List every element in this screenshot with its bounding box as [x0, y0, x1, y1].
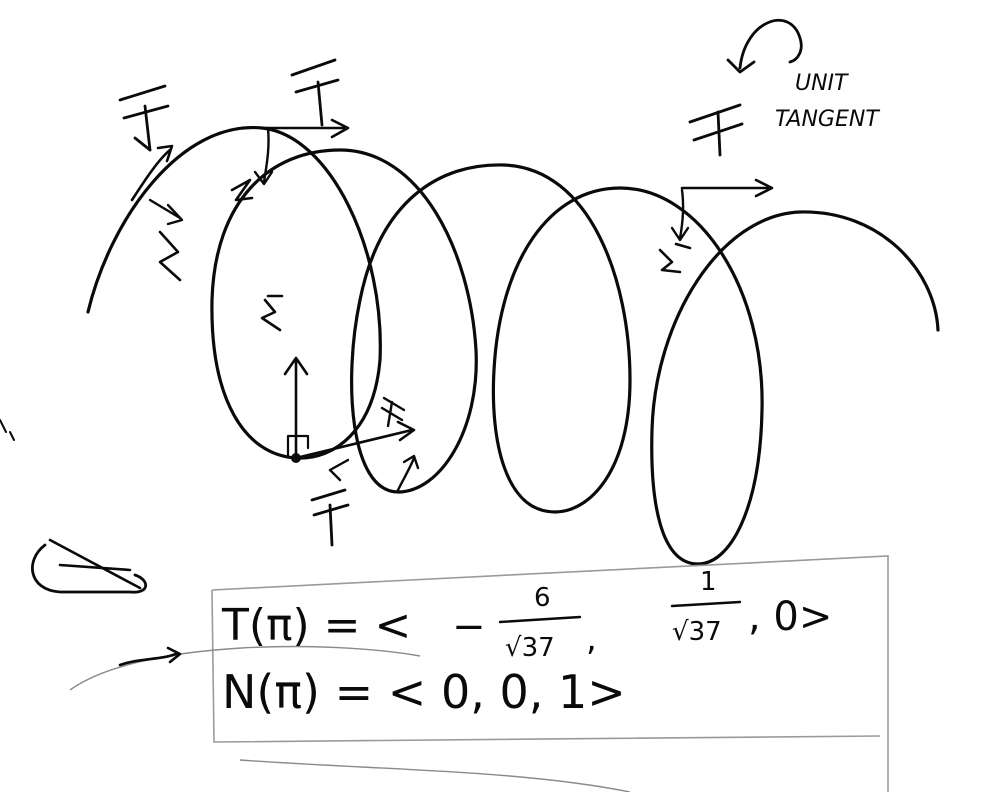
normal-vector-second	[396, 454, 420, 492]
fraction-bar-y	[670, 600, 742, 608]
tangent-x-denominator: √37	[505, 633, 555, 663]
normal-label-right	[658, 242, 692, 274]
annotation-line2: TANGENT	[775, 107, 880, 132]
annotation-line1: UNIT	[795, 71, 849, 96]
normal-label-top	[230, 178, 254, 202]
helix-curve	[86, 126, 940, 566]
comma-1: ,	[586, 619, 597, 659]
unit-tangent-annotation: UNIT TANGENT	[775, 71, 880, 132]
normal-eq-text: N(π) = < 0, 0, 1>	[222, 665, 626, 719]
left-double-arrow	[31, 538, 148, 594]
normal-vector-top	[230, 126, 274, 202]
tangent-vector-right	[680, 103, 774, 198]
tangent-label-top	[290, 58, 340, 127]
tangent-label-left	[118, 84, 170, 152]
tangent-label-bottom	[310, 458, 350, 547]
tangent-y-denominator: √37	[672, 617, 722, 647]
tangent-equation: T(π) = < − 6 √37 , 1 √37 , 0>	[221, 567, 832, 663]
normal-label-left	[158, 230, 182, 282]
normal-vector-right	[658, 188, 692, 274]
tangent-vector-bottom	[294, 396, 416, 460]
normal-vector-bottom	[260, 294, 309, 460]
normal-equation: N(π) = < 0, 0, 1>	[222, 665, 626, 719]
tangent-eq-lhs: T(π) = <	[221, 600, 411, 651]
equation-box	[69, 555, 889, 792]
tangent-eq-tail: , 0>	[748, 594, 832, 640]
tangent-y-numerator: 1	[700, 567, 717, 597]
tangent-vector-top	[260, 58, 350, 139]
tangent-vector-left	[118, 84, 174, 202]
annotation-arrow	[726, 19, 803, 74]
normal-vector-left	[148, 198, 184, 282]
tangent-label-right-of-base	[380, 396, 406, 428]
minus-sign: −	[452, 604, 486, 650]
normal-label-bottom	[260, 294, 284, 332]
fraction-bar-x	[498, 615, 582, 624]
side-mark	[0, 419, 15, 441]
tangent-label-right	[688, 103, 744, 157]
tangent-x-numerator: 6	[534, 583, 551, 613]
